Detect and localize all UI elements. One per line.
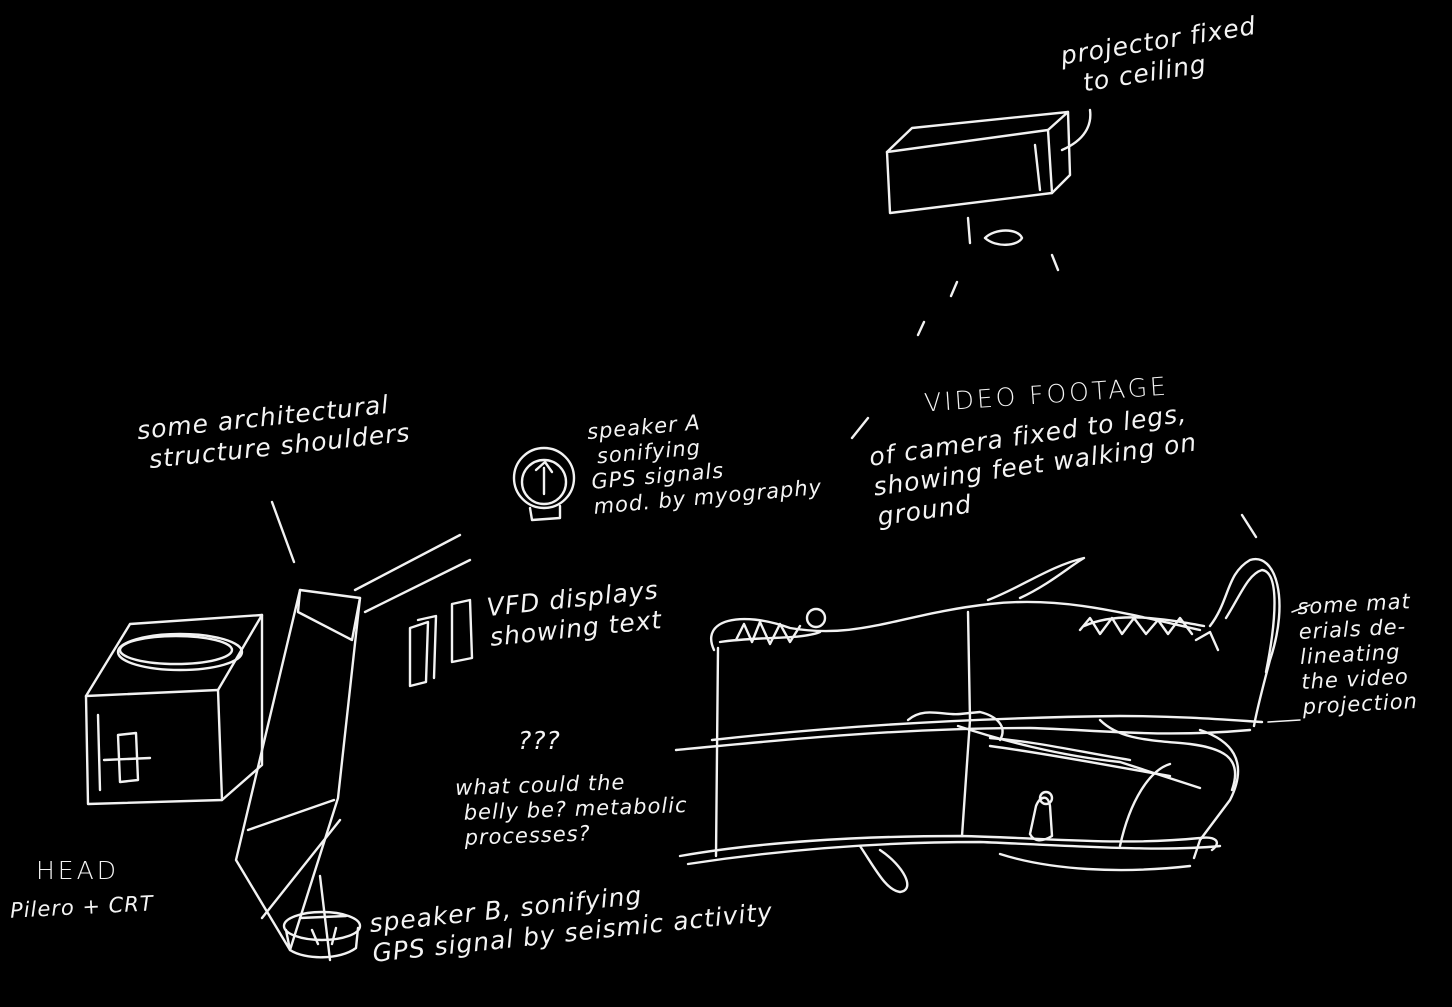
- head-box-sketch: [84, 613, 264, 806]
- shoulders-sketch: [234, 500, 472, 962]
- speaker-b-sketch: [282, 910, 362, 959]
- projection-structure-sketch: [674, 556, 1281, 894]
- projector-sketch: [850, 108, 1258, 539]
- belly-question-marks: ???: [518, 726, 561, 755]
- vfd-displays-sketch: [408, 598, 474, 688]
- materials-note: some mat erials de- lineating the video …: [1296, 589, 1419, 719]
- annotation-leaders: [1267, 604, 1311, 723]
- speaker-a-sketch: [512, 446, 576, 522]
- head-title: HEAD: [36, 856, 119, 885]
- belly-note: what could the belly be? metabolic proce…: [454, 770, 688, 851]
- speaker-a-note: speaker A sonifying GPS signals mod. by …: [586, 410, 823, 519]
